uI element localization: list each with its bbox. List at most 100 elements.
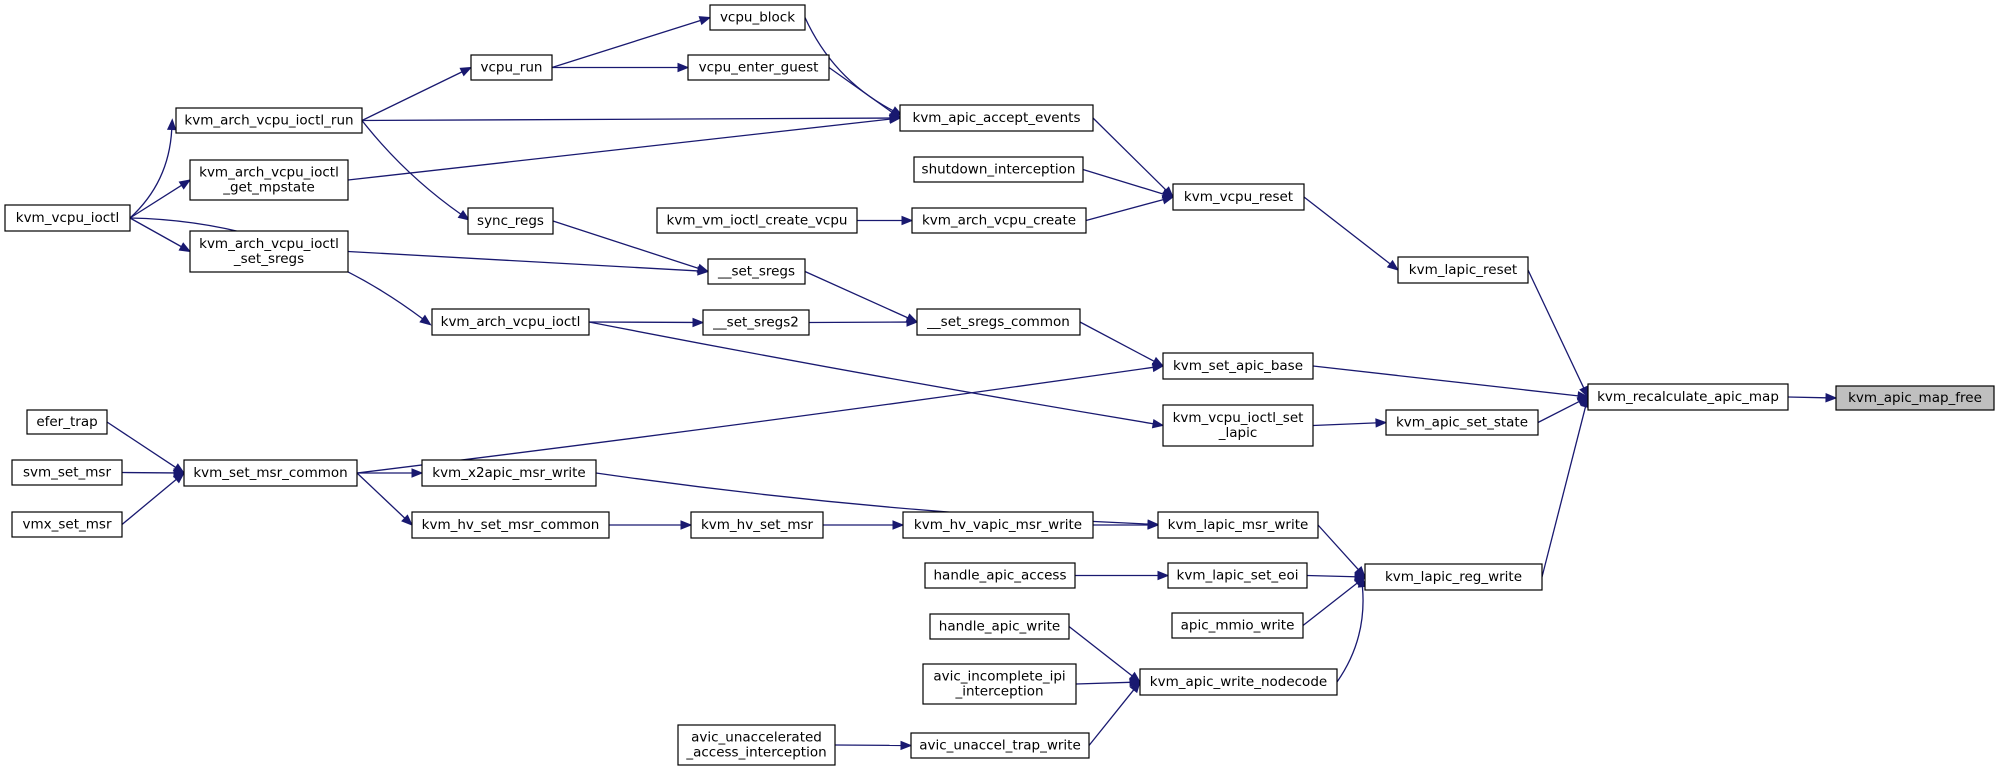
- node-box: [709, 4, 806, 31]
- node-label: kvm_hv_set_msr: [701, 517, 814, 533]
- edge-line: [552, 220, 699, 270]
- node-label: efer_trap: [36, 414, 97, 430]
- node-box: [1385, 409, 1539, 436]
- node-kvm-apic-write-nodecode[interactable]: kvm_apic_write_nodecode: [1139, 668, 1338, 696]
- node-kvm-lapic-set-eoi[interactable]: kvm_lapic_set_eoi: [1167, 562, 1308, 589]
- node-vcpu-run[interactable]: vcpu_run: [470, 54, 553, 81]
- node-kvm-vcpu-ioctl-set-lapic[interactable]: kvm_vcpu_ioctl_set_lapic: [1162, 404, 1314, 447]
- edge-kvm-set-msr-common-to-kvm-hv-set-msr-common: [356, 472, 413, 526]
- edge-line: [356, 366, 1154, 474]
- edge-line: [1527, 269, 1585, 389]
- edge-line: [1088, 689, 1135, 746]
- node-label: kvm_vcpu_ioctl: [16, 210, 119, 226]
- edge-kvm-vcpu-ioctl-set-lapic-to-kvm-apic-set-state: [1312, 418, 1388, 428]
- node-box: [4, 204, 131, 232]
- node-box: [1157, 511, 1319, 539]
- arrowhead: [1157, 570, 1170, 581]
- arrowhead: [172, 472, 186, 484]
- node-kvm-x2apic-msr-write[interactable]: kvm_x2apic_msr_write: [421, 459, 597, 487]
- node-handle-apic-access[interactable]: handle_apic_access: [924, 562, 1076, 589]
- node-kvm-lapic-reg-write[interactable]: kvm_lapic_reg_write: [1364, 563, 1543, 591]
- node-kvm-arch-vcpu-ioctl-set-sregs[interactable]: kvm_arch_vcpu_ioctl_set_sregs: [189, 230, 349, 273]
- node-set-sregs[interactable]: __set_sregs: [707, 258, 806, 285]
- edge-kvm-lapic-msr-write-to-kvm-lapic-reg-write: [1317, 524, 1366, 578]
- edge-line: [361, 120, 462, 215]
- node-shutdown-interception[interactable]: shutdown_interception: [913, 156, 1084, 183]
- edge-line: [1092, 117, 1167, 191]
- node-label: vmx_set_msr: [23, 517, 112, 533]
- node-box: [183, 459, 358, 487]
- node-box: [1364, 563, 1543, 591]
- node-kvm-lapic-reset[interactable]: kvm_lapic_reset: [1397, 256, 1529, 284]
- node-box: [902, 511, 1094, 539]
- node-kvm-recalculate-apic-map[interactable]: kvm_recalculate_apic_map: [1587, 383, 1789, 411]
- node-set-sregs2[interactable]: __set_sregs2: [702, 309, 810, 336]
- node-kvm-vm-ioctl-create-vcpu[interactable]: kvm_vm_ioctl_create_vcpu: [656, 207, 858, 234]
- node-vmx-set-msr[interactable]: vmx_set_msr: [11, 511, 123, 538]
- edge-avic-incomplete-ipi-interception-to-kvm-apic-write-nodecode: [1075, 677, 1142, 688]
- node-avic-unaccel-trap-write[interactable]: avic_unaccel_trap_write: [910, 732, 1090, 759]
- edge-set-sregs-common-to-kvm-set-apic-base: [1079, 321, 1165, 367]
- node-efer-trap[interactable]: efer_trap: [26, 409, 108, 435]
- node-vcpu-enter-guest[interactable]: vcpu_enter_guest: [687, 54, 830, 81]
- node-box: [470, 54, 553, 81]
- edge-line: [1317, 524, 1359, 571]
- arrowhead: [677, 62, 690, 73]
- edge-apic-mmio-write-to-kvm-lapic-reg-write: [1302, 576, 1367, 627]
- node-label: __set_sregs: [717, 264, 795, 280]
- edge-line: [1541, 406, 1587, 578]
- node-label: kvm_apic_write_nodecode: [1150, 674, 1327, 690]
- node-set-sregs-common[interactable]: __set_sregs_common: [916, 308, 1081, 336]
- node-box: [175, 107, 363, 134]
- node-kvm-hv-set-msr[interactable]: kvm_hv_set_msr: [690, 511, 824, 539]
- node-box: [910, 732, 1090, 759]
- edge-kvm-arch-vcpu-ioctl-run-to-sync-regs: [361, 120, 471, 221]
- node-box: [702, 309, 810, 336]
- node-avic-unaccelerated-access-interception[interactable]: avic_unaccelerated_access_interception: [677, 724, 836, 766]
- node-kvm-arch-vcpu-create[interactable]: kvm_arch_vcpu_create: [911, 207, 1087, 234]
- edge-line: [1336, 586, 1364, 683]
- node-kvm-apic-map-free[interactable]: kvm_apic_map_free: [1835, 385, 1995, 411]
- node-label: handle_apic_write: [939, 619, 1060, 635]
- node-box: [677, 724, 836, 766]
- node-vcpu-block[interactable]: vcpu_block: [709, 4, 806, 31]
- node-kvm-arch-vcpu-ioctl-run[interactable]: kvm_arch_vcpu_ioctl_run: [175, 107, 363, 134]
- arrowhead: [1129, 680, 1141, 694]
- node-label: shutdown_interception: [922, 162, 1076, 178]
- node-kvm-lapic-msr-write[interactable]: kvm_lapic_msr_write: [1157, 511, 1319, 539]
- edge-layer: [106, 16, 1838, 751]
- node-box: [26, 409, 108, 435]
- node-kvm-arch-vcpu-ioctl-get-mpstate[interactable]: kvm_arch_vcpu_ioctl_get_mpstate: [189, 159, 349, 201]
- node-kvm-vcpu-ioctl[interactable]: kvm_vcpu_ioctl: [4, 204, 131, 232]
- node-box: [421, 459, 597, 487]
- node-kvm-arch-vcpu-ioctl[interactable]: kvm_arch_vcpu_ioctl: [431, 308, 590, 336]
- arrowhead: [178, 179, 192, 190]
- arrowhead: [401, 514, 413, 526]
- node-box: [189, 159, 349, 201]
- edge-kvm-hv-set-msr-common-to-kvm-hv-set-msr: [609, 520, 693, 530]
- node-box: [916, 308, 1081, 336]
- arrowhead: [1129, 677, 1142, 688]
- edge-kvm-apic-write-nodecode-to-kvm-lapic-reg-write: [1336, 575, 1368, 683]
- node-box: [1587, 383, 1789, 411]
- node-svm-set-msr[interactable]: svm_set_msr: [11, 459, 123, 486]
- node-kvm-set-apic-base[interactable]: kvm_set_apic_base: [1162, 352, 1314, 380]
- node-handle-apic-write[interactable]: handle_apic_write: [929, 613, 1070, 640]
- node-kvm-hv-vapic-msr-write[interactable]: kvm_hv_vapic_msr_write: [902, 511, 1094, 539]
- node-box: [687, 54, 830, 81]
- node-kvm-apic-accept-events[interactable]: kvm_apic_accept_events: [899, 104, 1094, 132]
- node-label: _get_mpstate: [222, 180, 315, 196]
- node-box: [911, 207, 1087, 234]
- node-avic-incomplete-ipi-interception[interactable]: avic_incomplete_ipi_interception: [922, 663, 1077, 705]
- node-kvm-vcpu-reset[interactable]: kvm_vcpu_reset: [1172, 183, 1305, 211]
- node-kvm-set-msr-common[interactable]: kvm_set_msr_common: [183, 459, 358, 487]
- edge-kvm-vcpu-ioctl-to-kvm-arch-vcpu-ioctl-get-mpstate: [129, 179, 192, 219]
- edge-kvm-set-msr-common-to-kvm-x2apic-msr-write: [357, 468, 424, 478]
- node-apic-mmio-write[interactable]: apic_mmio_write: [1171, 612, 1304, 639]
- edge-line: [361, 71, 463, 122]
- node-sync-regs[interactable]: sync_regs: [467, 207, 554, 235]
- node-kvm-apic-set-state[interactable]: kvm_apic_set_state: [1385, 409, 1539, 436]
- edge-vcpu-run-to-vcpu-block: [551, 16, 712, 69]
- node-kvm-hv-set-msr-common[interactable]: kvm_hv_set_msr_common: [411, 511, 610, 539]
- arrowhead: [1375, 418, 1388, 428]
